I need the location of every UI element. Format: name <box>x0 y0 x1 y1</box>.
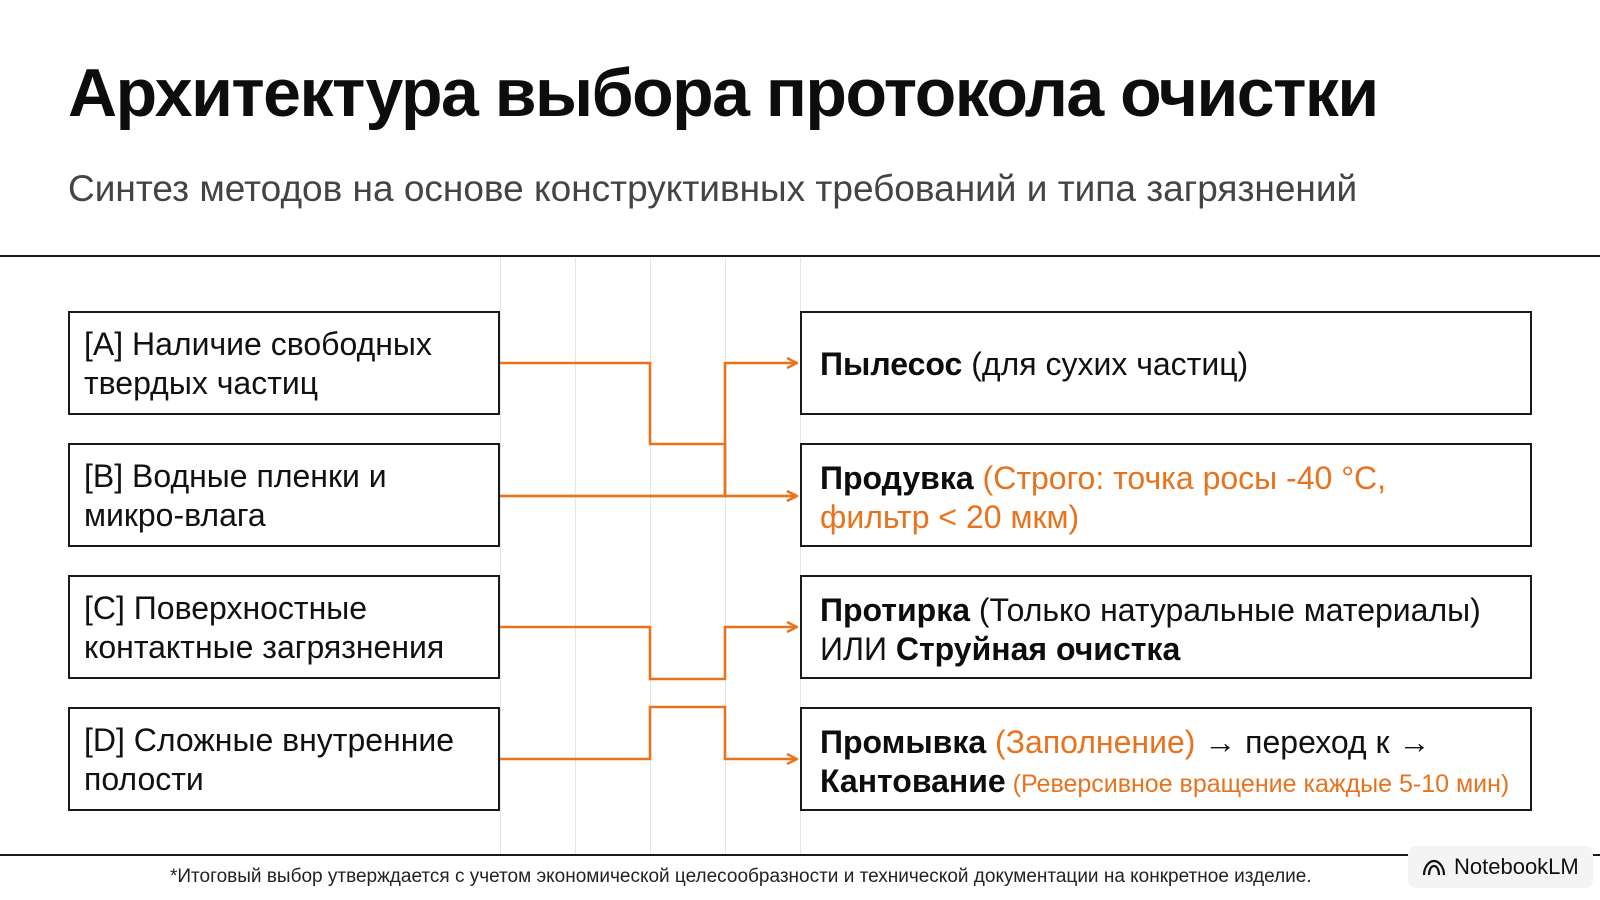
notebooklm-label: NotebookLM <box>1454 854 1579 879</box>
method-box-flushing: Промывка (Заполнение) → переход к → Кант… <box>800 707 1532 811</box>
grid-line <box>650 258 651 854</box>
bottom-divider <box>0 854 1600 856</box>
method-flushing-note: (Заполнение) <box>986 724 1196 760</box>
input-c-line2: контактные загрязнения <box>84 629 445 665</box>
method-blowing-name: Продувка <box>820 460 974 496</box>
page-subtitle: Синтез методов на основе конструктивных … <box>68 168 1358 209</box>
method-transition-text: → переход к → <box>1195 724 1431 760</box>
method-or-label: ИЛИ <box>820 631 896 667</box>
method-tilting-note: (Реверсивное вращение каждые 5-10 мин) <box>1005 770 1510 798</box>
input-d-line2: полости <box>84 761 204 797</box>
input-a-line1: [A] Наличие свободных <box>84 326 432 362</box>
grid-line <box>575 258 576 854</box>
method-flushing-name: Промывка <box>820 724 987 760</box>
method-tilting-name: Кантование <box>820 763 1006 799</box>
grid-line <box>800 258 801 854</box>
input-box-c: [C] Поверхностные контактные загрязнения <box>68 575 500 679</box>
method-box-vacuum: Пылесос (для сухих частиц) <box>800 311 1532 415</box>
grid-line <box>725 258 726 854</box>
connector-a-to-blowing <box>500 361 797 496</box>
method-blowing-note-2: фильтр < 20 мкм) <box>820 499 1080 535</box>
method-jet-cleaning-name: Струйная очистка <box>895 631 1181 667</box>
input-c-line1: [C] Поверхностные <box>84 590 368 626</box>
input-box-d: [D] Сложные внутренние полости <box>68 707 500 811</box>
input-a-line2: твердых частиц <box>84 365 319 401</box>
footnote: *Итоговый выбор утверждается с учетом эк… <box>170 866 1312 887</box>
method-wiping-name: Протирка <box>820 592 970 628</box>
notebooklm-icon <box>1422 858 1446 876</box>
connector-d-to-flushing <box>500 705 797 759</box>
input-box-a: [A] Наличие свободных твердых частиц <box>68 311 500 415</box>
notebooklm-badge[interactable]: NotebookLM <box>1408 846 1593 888</box>
grid-line <box>500 258 501 854</box>
method-vacuum-name: Пылесос <box>820 346 963 382</box>
method-wiping-note: (Только натуральные материалы) <box>970 592 1481 628</box>
connector-c-to-wiping <box>500 627 797 681</box>
method-box-blowing: Продувка (Строго: точка росы -40 °C, фил… <box>800 443 1532 547</box>
page-title: Архитектура выбора протокола очистки <box>68 55 1379 131</box>
input-box-b: [B] Водные пленки и микро-влага <box>68 443 500 547</box>
method-blowing-note-1: (Строго: точка росы -40 °C, <box>973 460 1386 496</box>
input-b-line2: микро-влага <box>84 497 266 533</box>
top-divider <box>0 255 1600 257</box>
input-b-line1: [B] Водные пленки и <box>84 458 387 494</box>
method-vacuum-note: (для сухих частиц) <box>962 346 1249 382</box>
method-box-wiping: Протирка (Только натуральные материалы) … <box>800 575 1532 679</box>
input-d-line1: [D] Сложные внутренние <box>84 722 455 758</box>
connector-b-to-vacuum <box>500 363 797 498</box>
